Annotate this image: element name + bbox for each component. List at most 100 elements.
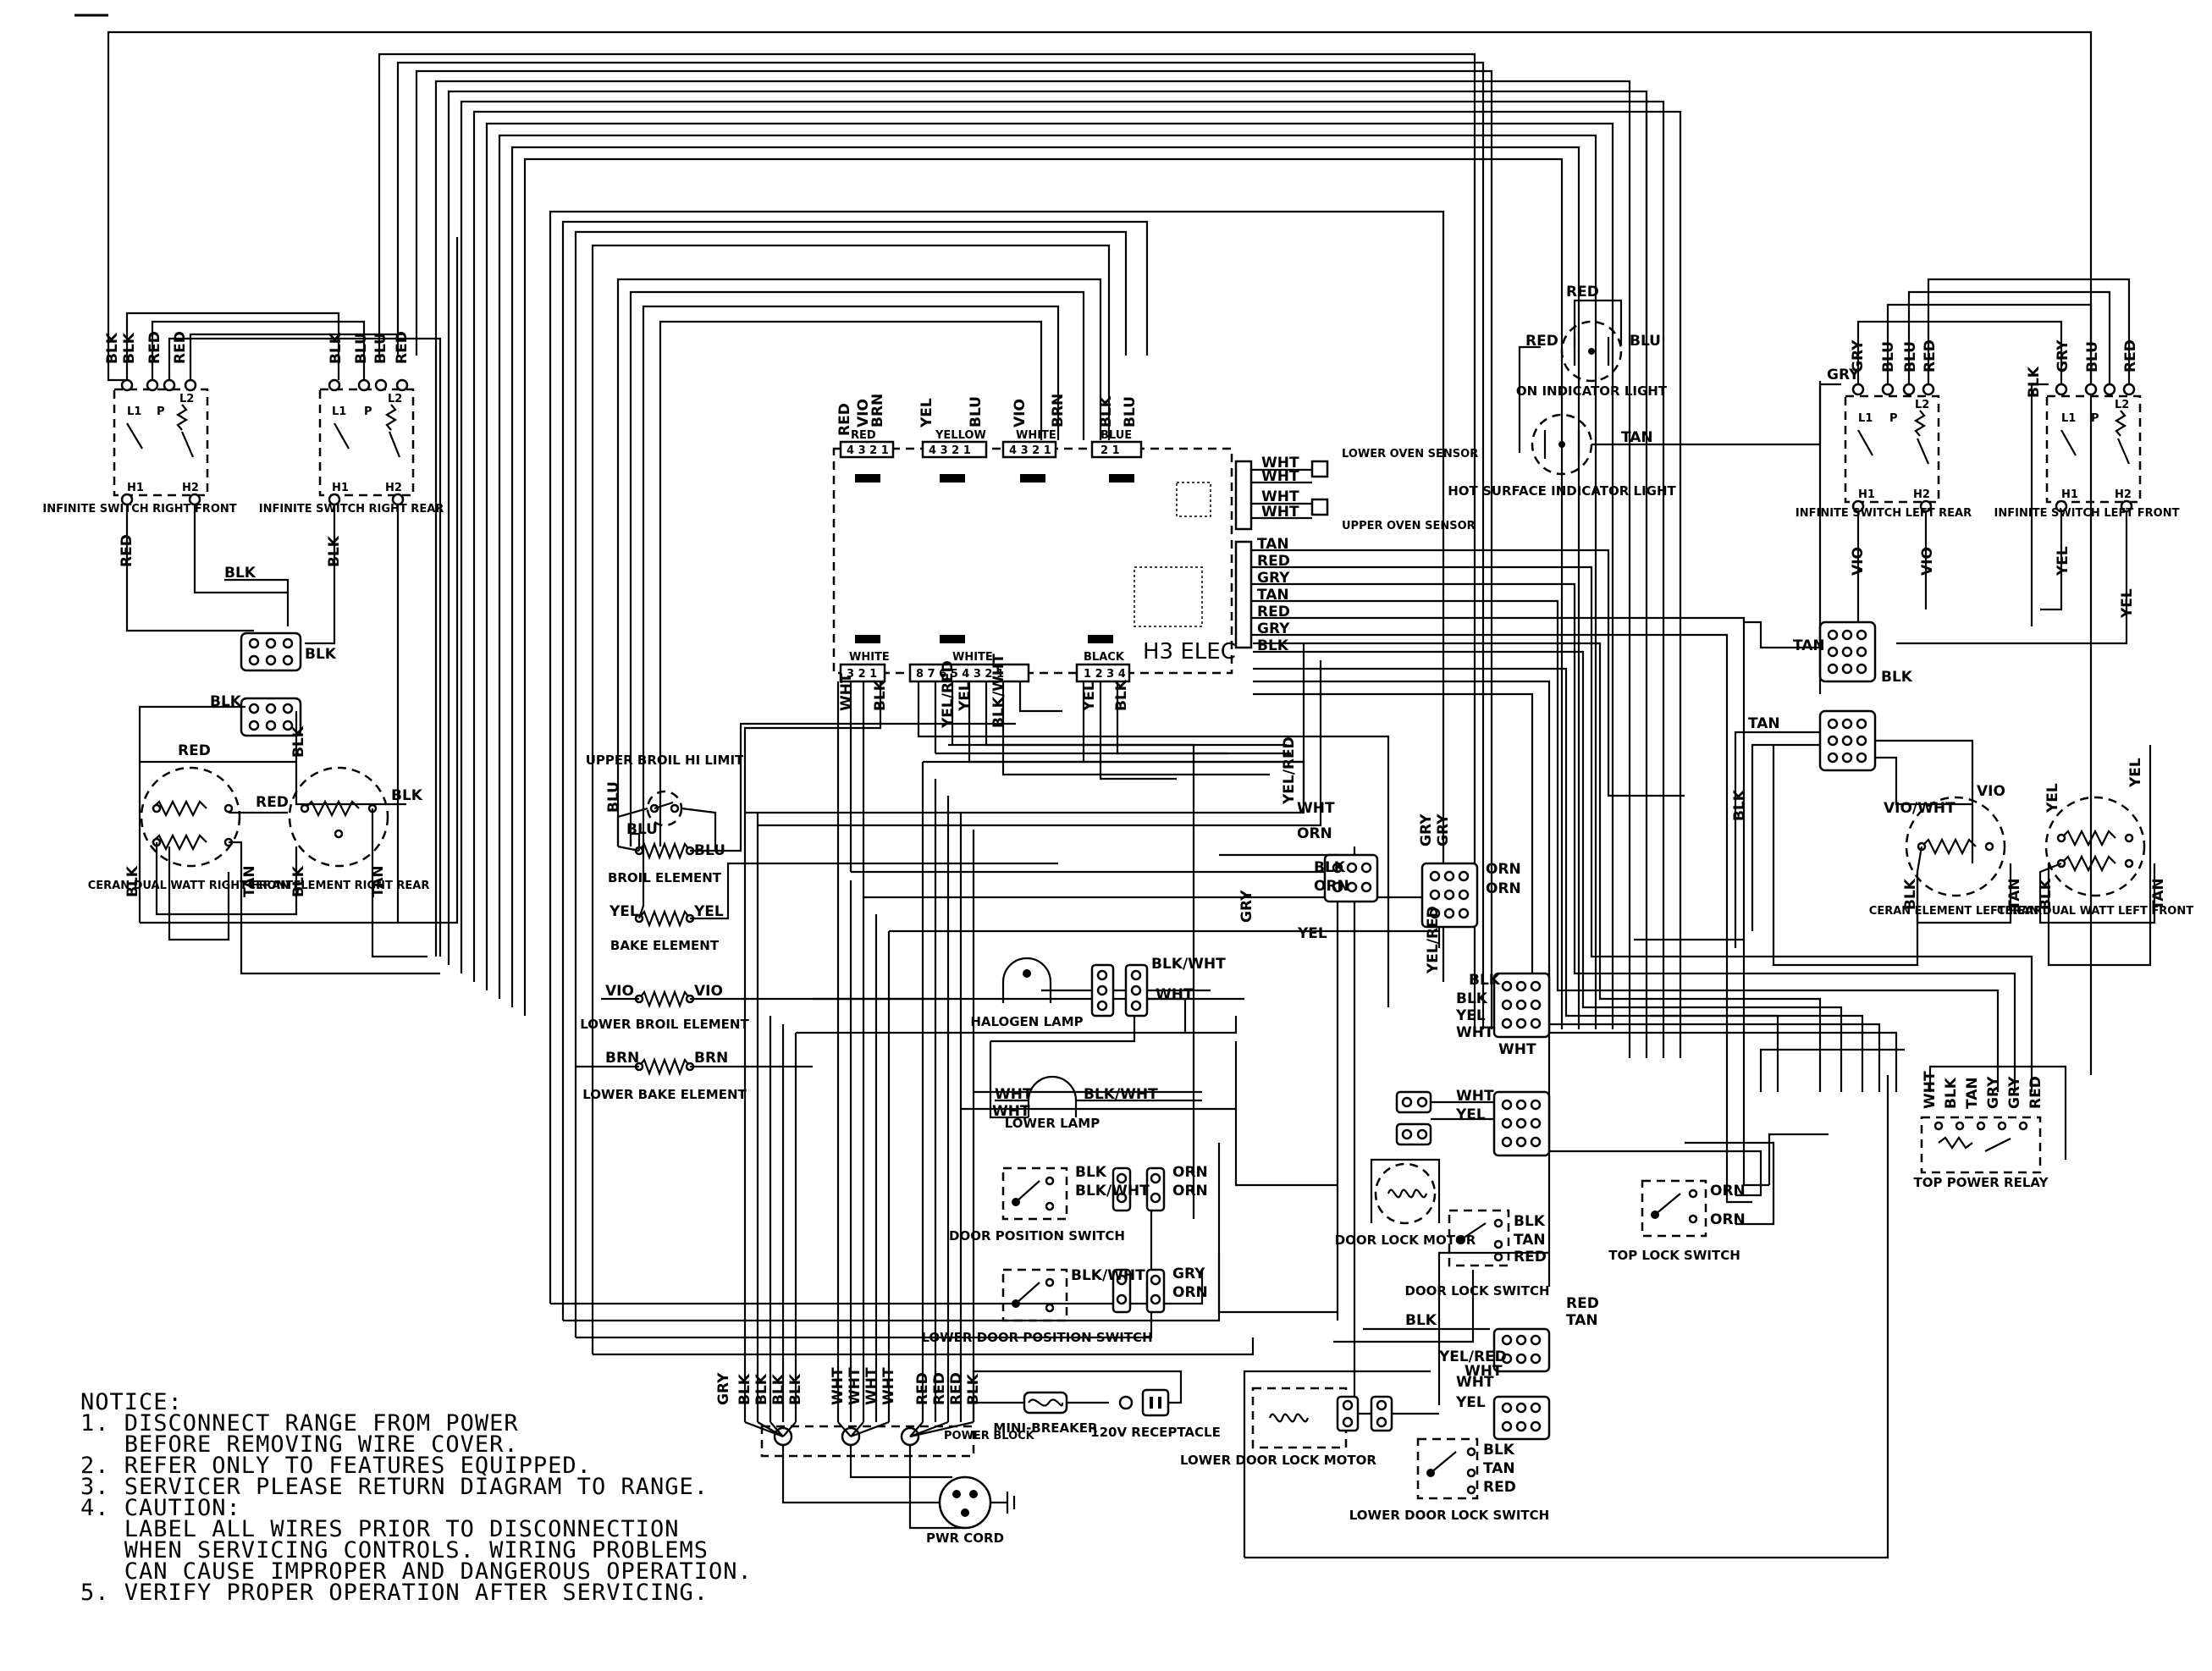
label-lower-sensor: LOWER OVEN SENSOR — [1342, 448, 1478, 460]
w-lbl: YEL — [1455, 1394, 1486, 1411]
w-lbl: YEL — [2127, 758, 2144, 788]
label-broil: BROIL ELEMENT — [608, 870, 722, 885]
w-lbl: BLK — [305, 646, 337, 663]
svg-text:P: P — [157, 405, 165, 418]
w-lbl: YEL — [2119, 588, 2136, 619]
svg-text:L2: L2 — [388, 393, 402, 405]
w-lbl: WHT — [1297, 800, 1335, 817]
lower-broil-element — [634, 989, 695, 1009]
lamp-connector-p — [1090, 963, 1149, 1017]
w-lbl: BLK/WHT — [1151, 956, 1226, 973]
w-lbl: RED — [836, 403, 853, 436]
w-lbl: BLK/WHT — [990, 654, 1007, 728]
svg-text:4 3 2 1: 4 3 2 1 — [929, 444, 971, 457]
mini-breaker — [974, 1391, 1109, 1415]
ceran-right-front — [140, 766, 241, 868]
control-board: 4 3 2 1 4 3 2 1 4 3 2 1 2 1 3 2 1 8 7 6 … — [832, 440, 1253, 683]
w-lbl: ORN — [1172, 1183, 1208, 1199]
w-lbl: GRY — [1238, 890, 1255, 923]
w-lbl: GRY — [1850, 339, 1867, 372]
w-lbl: RED — [172, 331, 189, 364]
label-door-pos: DOOR POSITION SWITCH — [949, 1228, 1125, 1244]
w-lbl: BRN — [694, 1050, 728, 1067]
label-upper-sensor: UPPER OVEN SENSOR — [1342, 520, 1476, 532]
notice-line: 5. VERIFY PROPER OPERATION AFTER SERVICI… — [80, 1580, 709, 1606]
terminal-block-right-lower — [1818, 709, 1877, 772]
w-lbl: GRY — [1257, 570, 1290, 587]
notice-line: WHEN SERVICING CONTROLS. WIRING PROBLEMS — [80, 1537, 709, 1563]
label-lower-lamp: LOWER LAMP — [1005, 1116, 1100, 1131]
w-lbl: BLK — [787, 1373, 804, 1405]
w-lbl: YEL/RED — [1425, 906, 1442, 974]
w-lbl: RED — [1566, 284, 1599, 301]
terminal-block-right-upper — [1818, 620, 1877, 683]
w-lbl: ORN — [1172, 1284, 1208, 1301]
w-lbl: WHT — [830, 1367, 847, 1405]
conn-black: BLACK — [1084, 651, 1125, 664]
notice-block: NOTICE: 1. DISCONNECT RANGE FROM POWER B… — [80, 1389, 753, 1606]
w-lbl: TAN — [1793, 637, 1825, 654]
conn-white: WHITE — [1016, 429, 1056, 442]
label-door-lock-motor: DOOR LOCK MOTOR — [1335, 1233, 1476, 1248]
w-lbl: YEL — [1081, 681, 1098, 712]
w-lbl: BLK — [753, 1373, 770, 1405]
w-lbl: RED — [146, 331, 163, 364]
w-lbl: YEL/RED — [1438, 1348, 1507, 1365]
w-lbl: BLK — [1113, 679, 1130, 711]
svg-text:H1: H1 — [127, 482, 144, 494]
w-lbl: TAN — [1566, 1312, 1598, 1329]
connector-lower-c6 — [1492, 1395, 1551, 1441]
w-lbl: BLK — [290, 865, 307, 897]
w-lbl: BLK — [1075, 1164, 1107, 1181]
w-lbl: BLK — [391, 787, 423, 804]
ceran-left-front — [2044, 796, 2146, 897]
svg-text:1 2 3 4: 1 2 3 4 — [1084, 668, 1126, 681]
label-lower-door-pos: LOWER DOOR POSITION SWITCH — [921, 1330, 1152, 1345]
conn-red: RED — [851, 429, 876, 442]
w-lbl: GRY — [1418, 813, 1435, 847]
w-lbl: RED — [2122, 339, 2139, 372]
w-lbl: BLK — [124, 865, 141, 897]
w-lbl: WHT — [1456, 1024, 1494, 1041]
w-lbl: TAN — [2006, 878, 2023, 910]
broil-element — [634, 841, 695, 861]
w-lbl: VIO/WHT — [1884, 800, 1955, 817]
w-lbl: RED — [1566, 1295, 1599, 1312]
svg-text:3 2 1: 3 2 1 — [847, 668, 877, 681]
svg-text:4 3 2 1: 4 3 2 1 — [1009, 444, 1051, 457]
w-lbl: WHT — [847, 1367, 863, 1405]
w-lbl: RED — [1525, 333, 1558, 350]
notice-line: BEFORE REMOVING WIRE COVER. — [80, 1431, 519, 1458]
label-sw-right-rear: INFINITE SWITCH RIGHT REAR — [259, 503, 444, 516]
w-lbl: GRY — [1827, 367, 1860, 383]
w-lbl: BLK — [1469, 972, 1501, 989]
label-lower-door-lock-sw: LOWER DOOR LOCK SWITCH — [1349, 1508, 1549, 1523]
w-lbl: GRY — [2055, 339, 2071, 372]
svg-text:H2: H2 — [385, 482, 402, 494]
label-hot-light: HOT SURFACE INDICATOR LIGHT — [1448, 483, 1676, 499]
bus-wires — [107, 30, 2093, 1559]
notice-line: LABEL ALL WIRES PRIOR TO DISCONNECTION — [80, 1516, 679, 1542]
w-lbl: TAN — [1621, 429, 1653, 446]
svg-text:8 7 6 5 4 3 2 1: 8 7 6 5 4 3 2 1 — [916, 668, 1004, 681]
svg-text:L1: L1 — [332, 405, 346, 418]
notice-line: CAN CAUSE IMPROPER AND DANGEROUS OPERATI… — [80, 1558, 753, 1585]
label-receptacle: 120V RECEPTACLE — [1090, 1425, 1221, 1440]
svg-text:2 1: 2 1 — [1100, 444, 1120, 457]
w-lbl: RED — [914, 1372, 931, 1405]
w-lbl: ORN — [1710, 1211, 1746, 1228]
label-mini-breaker: MINI-BREAKER — [993, 1420, 1098, 1436]
w-lbl: GRY — [715, 1372, 732, 1405]
w-lbl: BLU — [1122, 396, 1139, 427]
power-cord-plug — [781, 1445, 1016, 1530]
conn-blue: BLUE — [1100, 429, 1132, 442]
w-lbl: BLK — [121, 332, 138, 364]
w-lbl: VIO — [1850, 547, 1867, 576]
svg-text:4 3 2 1: 4 3 2 1 — [847, 444, 889, 457]
w-lbl: BLK — [1483, 1442, 1515, 1459]
w-lbl: WHT — [863, 1367, 880, 1405]
w-lbl: GRY — [1172, 1266, 1205, 1282]
